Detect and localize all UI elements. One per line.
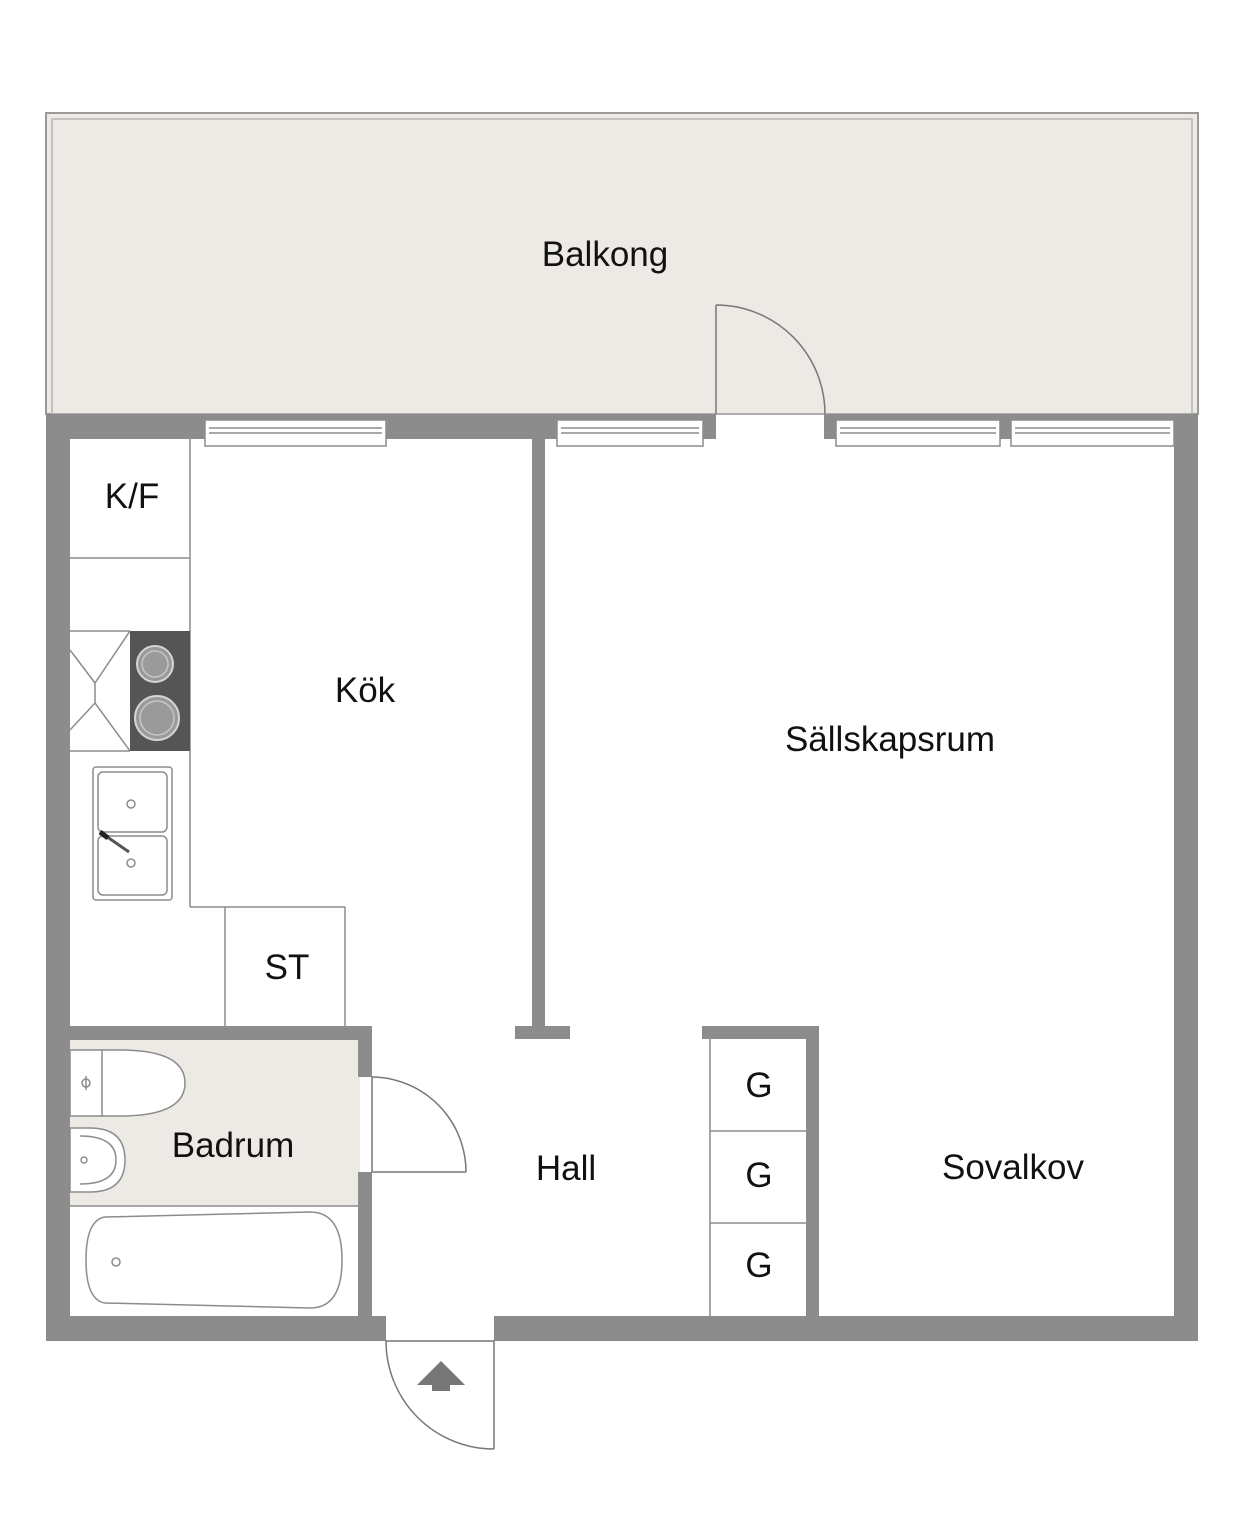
room-label-sallskapsrum: Sällskapsrum [785,720,995,759]
window-kitchen [204,419,387,447]
entrance-door [385,1340,495,1450]
window-living-1 [556,419,704,447]
fixture-label-kf: K/F [105,477,159,516]
wall-kitchen-living-end [515,1026,570,1039]
sink [92,766,173,901]
windows [204,419,1175,447]
bathroom-door [371,1076,467,1173]
window-living-3 [1010,419,1175,447]
wall-bathroom-right-upper [358,1026,372,1077]
balcony [45,112,1199,415]
wardrobe-label-3: G [745,1246,772,1285]
interior-walls [70,439,819,1316]
wall-right [1174,414,1198,1341]
wall-wardrobe-top [702,1026,818,1039]
wardrobes [709,1039,806,1316]
washbasin [69,1127,126,1193]
wardrobe-label-1: G [745,1066,772,1105]
room-label-hall: Hall [536,1149,596,1188]
wall-bottom-left [46,1316,386,1341]
room-label-badrum: Badrum [172,1126,295,1165]
balcony-door [715,304,826,415]
wall-bathroom-right-lower [358,1172,372,1316]
wall-left [46,414,70,1341]
balcony-floor [45,112,1199,415]
stove-burner-2-inner [139,700,175,736]
range-hood [69,630,131,752]
room-label-sovalkov: Sovalkov [942,1148,1085,1187]
stove [130,631,190,751]
toilet [69,1049,186,1117]
fixture-label-st: ST [265,948,310,987]
st-storage [224,906,346,1026]
window-living-2 [835,419,1001,447]
wall-bathroom-top [70,1026,372,1040]
wall-bottom-right [494,1316,1198,1341]
wall-sovalkov [806,1026,819,1316]
bathtub [85,1211,343,1309]
wall-kitchen-living [532,439,545,1037]
entrance-arrow-icon [417,1361,465,1391]
stove-burner-2 [134,695,180,741]
bathroom-fixtures [69,1049,358,1309]
wardrobe-label-2: G [745,1156,772,1195]
room-label-balkong: Balkong [542,235,668,274]
stove-burner-1-inner [141,650,169,678]
room-label-kok: Kök [335,671,396,710]
